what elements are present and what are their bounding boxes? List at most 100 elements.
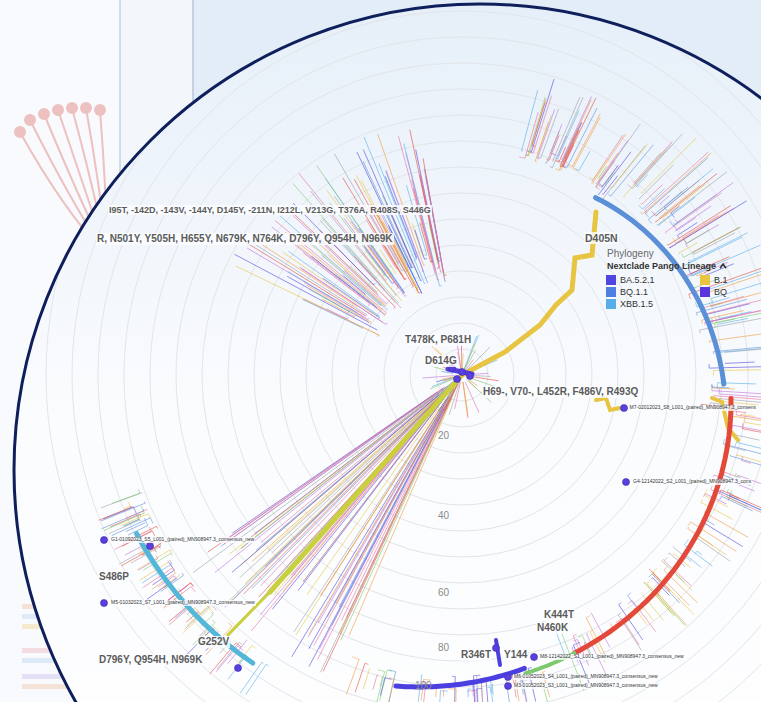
tree-branch <box>655 174 717 223</box>
legend-swatch <box>700 287 710 297</box>
lineage-branch <box>596 398 620 410</box>
tree-branch <box>675 182 734 222</box>
legend-row: BQ <box>700 287 727 297</box>
lineage-branch <box>596 198 724 384</box>
tree-branch <box>240 386 450 578</box>
axis-tick: 80 <box>437 642 450 654</box>
sample-name: M5-01032023_S7_L001_(paired)_MN908947.3_… <box>110 600 256 606</box>
lineage-branch <box>496 640 500 665</box>
tree-branch <box>443 691 444 697</box>
tree-branch <box>125 509 147 518</box>
tree-branch <box>719 388 761 398</box>
tree-branch <box>376 670 385 702</box>
sample-name: M6-01052023_S4_L001_(paired)_MN908947.3_… <box>513 674 659 680</box>
tree-branch <box>412 180 439 281</box>
sample-tip <box>623 479 630 486</box>
grid-ring <box>46 0 761 702</box>
sample-tip <box>621 405 628 412</box>
tree-branch <box>526 97 545 155</box>
tree-branch <box>673 212 727 243</box>
tree-branch <box>252 381 456 562</box>
tree-branch <box>522 90 538 151</box>
tree-branch <box>547 135 559 160</box>
tree-branch <box>522 678 527 701</box>
tree-branch <box>660 196 669 205</box>
sample-name: M3-01052023_S3_L001_(paired)_MN908947.3_… <box>513 683 659 689</box>
tree-branch <box>272 386 453 609</box>
tree-branch <box>249 240 367 315</box>
tree-branch <box>653 568 694 614</box>
tree-branch <box>732 425 761 432</box>
sample-tip <box>101 537 108 544</box>
tree-branch <box>639 165 673 199</box>
tree-branch <box>126 523 145 532</box>
tree-branch <box>602 176 618 195</box>
tree-branch <box>735 442 761 454</box>
grid-ring <box>202 115 722 635</box>
tree-branch <box>439 691 448 702</box>
legend-swatch <box>700 275 710 285</box>
tree-branch <box>707 518 715 525</box>
tree-branch <box>488 687 491 693</box>
tree-branch <box>575 151 590 171</box>
mutation-label: K444T <box>543 609 575 621</box>
tree-branch <box>701 271 761 297</box>
tree-branch <box>240 662 263 693</box>
sample-tip <box>454 376 461 383</box>
tree-branch <box>679 243 697 254</box>
axis-tick: 100 <box>414 680 433 692</box>
tree-branch <box>101 489 140 507</box>
sample-tip <box>459 369 466 376</box>
tree-branch <box>227 381 455 605</box>
mutation-label: H69-, V70-, L452R, F486V, R493Q <box>482 386 639 398</box>
tree-branch <box>595 124 640 188</box>
sample-tip <box>505 683 512 690</box>
tree-branch <box>448 689 456 702</box>
grid-ring <box>72 0 761 702</box>
legend-row: BQ.1.1 <box>606 287 648 297</box>
tree-branch <box>701 522 743 547</box>
tree-branch <box>468 689 471 697</box>
tree-branch <box>346 657 359 695</box>
sample-name: M8-12142022_S1_L001_(paired)_MN908947.3_… <box>539 654 685 660</box>
tree-branch <box>322 218 377 279</box>
legend-heading: Nextclade Pango Lineage <box>606 261 717 271</box>
tree-branch <box>657 197 695 225</box>
tree-branch <box>321 255 381 305</box>
tree-branch <box>415 230 427 259</box>
mutation-label: G252V <box>197 636 230 648</box>
tree-branch <box>592 135 623 181</box>
tree-branch <box>692 233 735 254</box>
tree-branch <box>657 169 713 216</box>
tree-branch <box>298 399 444 590</box>
lineage-branch <box>137 534 253 663</box>
mutation-label: N460K <box>536 622 569 634</box>
sample-name: G4-12142022_S2_L001_(paired)_MN908947.3_… <box>632 479 752 485</box>
tree-branch <box>424 168 445 282</box>
tree-branch <box>299 234 382 305</box>
lineage-branch <box>574 399 731 654</box>
tree-branch <box>332 384 458 625</box>
tree-branch <box>553 97 580 161</box>
tree-branch <box>299 173 387 280</box>
tree-branch <box>725 362 754 363</box>
tree-branch <box>633 153 661 183</box>
tree-branch <box>247 248 363 318</box>
legend-row: BA.5.2.1 <box>606 275 655 285</box>
magnifier-lens <box>14 4 761 702</box>
tree-branch <box>560 131 579 167</box>
tree-branch <box>462 353 464 368</box>
grid-ring <box>176 89 748 661</box>
tree-branch <box>463 382 468 418</box>
tree-branch <box>713 347 761 354</box>
tree-branch <box>121 514 151 526</box>
mutation-label: I95T, -142D, -143V, -144Y, D145Y, -211N,… <box>108 205 432 215</box>
tree-branch <box>682 227 741 258</box>
tree-branch <box>685 556 701 567</box>
tree-branch <box>239 382 453 550</box>
sample-tip <box>467 373 474 380</box>
mutation-label: R346T <box>460 649 492 661</box>
tree-branch <box>309 289 349 312</box>
